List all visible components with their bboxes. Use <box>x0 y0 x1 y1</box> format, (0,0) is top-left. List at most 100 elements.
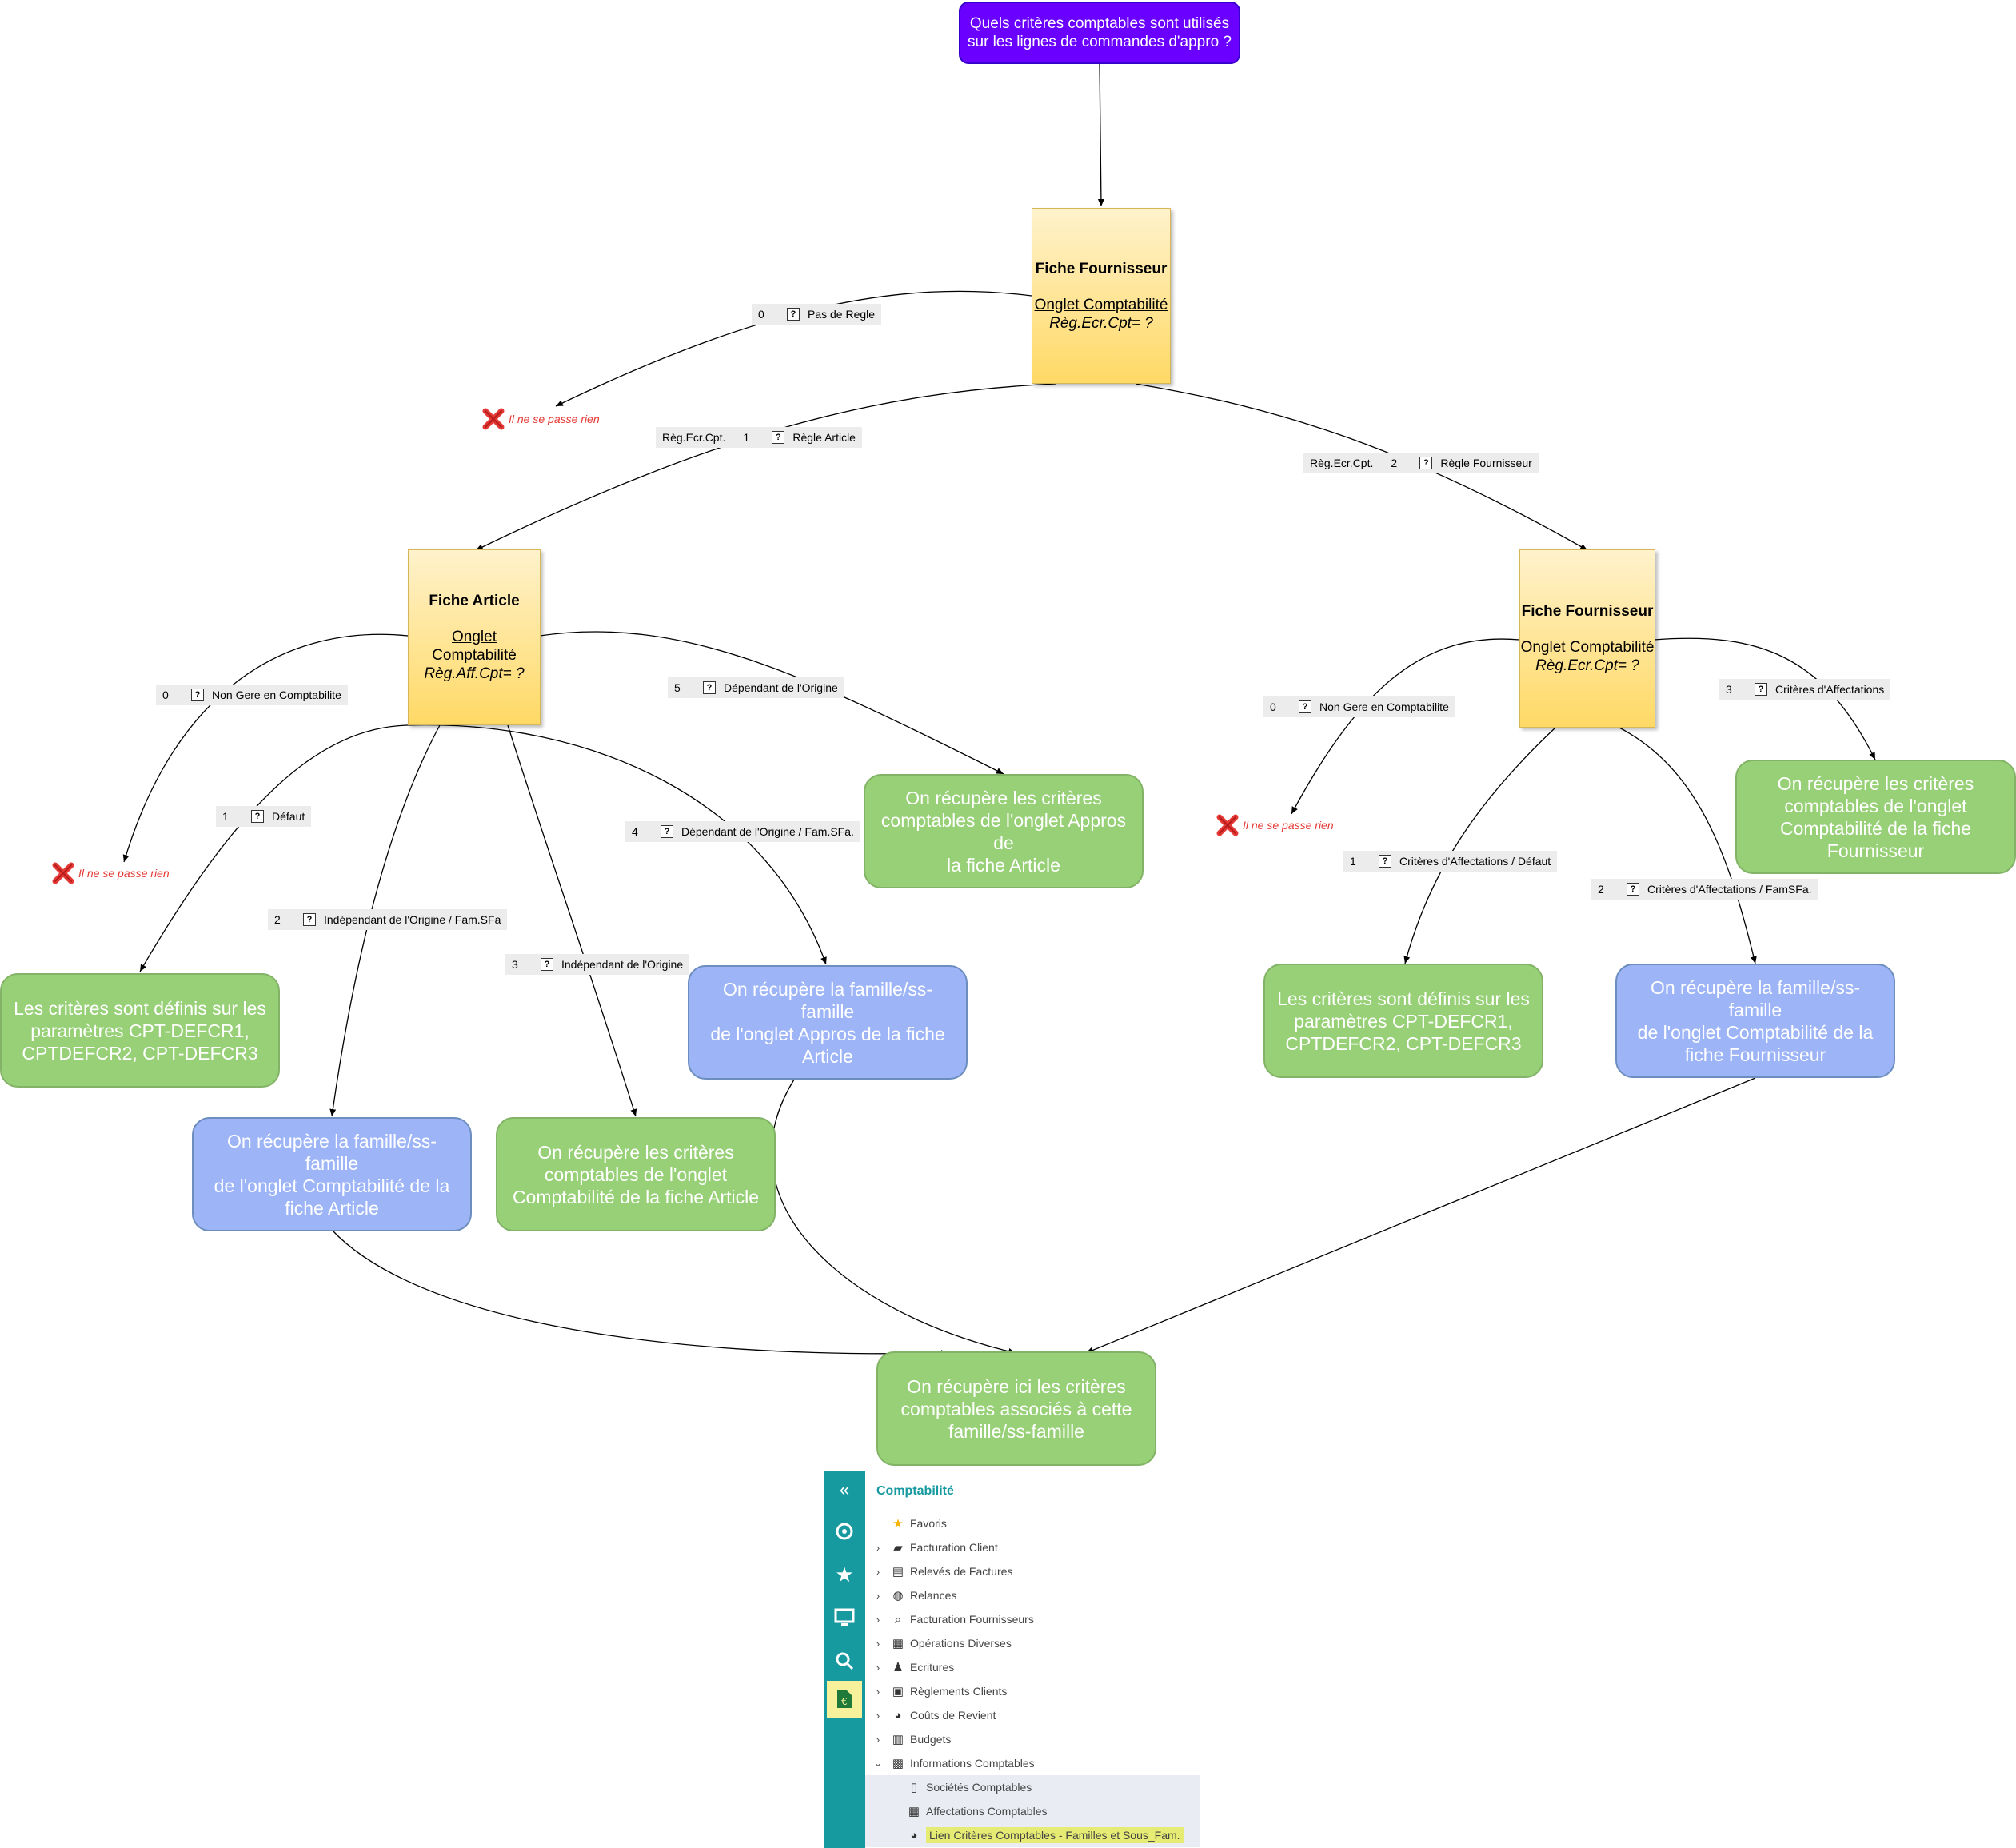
collapse-icon[interactable]: « <box>839 1479 850 1499</box>
edge-label-f2-1: 1?Critères d'Affectations / Défaut <box>1343 851 1558 872</box>
menu-item-label: Opérations Diverses <box>910 1637 1012 1650</box>
menu-item-facturation-client[interactable]: › ▰ Facturation Client <box>865 1535 1200 1559</box>
edge-label-text: Critères d'Affectations <box>1775 683 1885 696</box>
edge-f1-1 <box>475 383 1056 551</box>
help-icon: ? <box>303 913 316 926</box>
company-doc-icon: ▯ <box>910 1781 918 1794</box>
edge-f2-0 <box>1291 638 1520 815</box>
help-icon: ? <box>1419 457 1433 469</box>
menu-item-operations-diverses[interactable]: › ▦ Opérations Diverses <box>865 1631 1200 1655</box>
nothing-happens-top: Il ne se passe rien <box>481 407 600 431</box>
chevron-right-icon[interactable]: › <box>876 1661 880 1674</box>
result-line: la fiche Article <box>947 854 1060 876</box>
edge-label-f2-0: 0?Non Gere en Comptabilite <box>1263 696 1455 717</box>
menu-item-label: Facturation Fournisseurs <box>910 1613 1034 1626</box>
result-fam-compta-article[interactable]: On récupère la famille/ss-famille de l'o… <box>192 1117 472 1231</box>
chevron-right-icon[interactable]: › <box>876 1565 880 1578</box>
edge-label-value: 5 <box>674 681 681 694</box>
menu-item-budgets[interactable]: › ▥ Budgets <box>865 1727 1200 1751</box>
chevron-right-icon[interactable]: › <box>876 1541 880 1554</box>
chevron-right-icon[interactable]: › <box>876 1637 880 1650</box>
edge-label-text: Non Gere en Comptabilite <box>212 689 341 701</box>
menu-item-favoris[interactable]: ★ Favoris <box>865 1511 1200 1535</box>
chevron-right-icon[interactable]: › <box>876 1709 880 1722</box>
menu-item-relances[interactable]: › ◍ Relances <box>865 1583 1200 1607</box>
result-compta-fournisseur[interactable]: On récupère les critères comptables de l… <box>1735 760 2016 874</box>
result-appros-article[interactable]: On récupère les critères comptables de l… <box>864 774 1144 888</box>
article-subtitle-1: Onglet <box>452 629 497 645</box>
menu-item-reglements-clients[interactable]: › ▣ Règlements Clients <box>865 1679 1200 1703</box>
chevron-right-icon[interactable]: › <box>876 1685 880 1698</box>
edge-label-value: 1 <box>222 810 229 823</box>
nothing-happens-left: Il ne se passe rien <box>51 861 170 885</box>
question-node[interactable]: Quels critères comptables sont utilisés … <box>959 2 1240 64</box>
fournisseur-subtitle: Onglet Comptabilité <box>1034 296 1168 313</box>
star-icon[interactable]: ★ <box>835 1562 854 1587</box>
result-params-right[interactable]: Les critères sont définis sur les paramè… <box>1263 964 1543 1078</box>
menu-item-label: Sociétés Comptables <box>926 1781 1032 1794</box>
edge-label-f1-0: 0?Pas de Regle <box>752 304 882 325</box>
invoice-statement-icon: ▤ <box>892 1565 904 1579</box>
menu-item-facturation-fournisseurs[interactable]: › ⌕ Facturation Fournisseurs <box>865 1607 1200 1631</box>
edge-a-4 <box>407 724 827 965</box>
menu-item-label: Facturation Client <box>910 1541 998 1554</box>
result-line: paramètres CPT-DEFCR1, <box>30 1020 250 1041</box>
search-icon[interactable] <box>824 1642 865 1679</box>
chevron-right-icon[interactable]: › <box>876 1733 880 1746</box>
result-fam-fournisseur[interactable]: On récupère la famille/ss-famille de l'o… <box>1615 964 1895 1078</box>
article-card[interactable]: Fiche Article Onglet Comptabilité Règ.Af… <box>408 549 541 725</box>
menu-subitem-affectations-comptables[interactable]: ▦ Affectations Comptables <box>865 1799 1200 1823</box>
result-line: On récupère les critères <box>537 1141 734 1163</box>
edge-a-5 <box>539 631 1004 775</box>
accounting-doc-icon[interactable]: € <box>827 1681 862 1718</box>
result-fam-appros-article[interactable]: On récupère la famille/ss-famille de l'o… <box>688 965 968 1080</box>
red-cross-icon <box>1216 814 1239 836</box>
edge-label-text: Indépendant de l'Origine / Fam.SFa <box>324 913 501 926</box>
result-line: Les critères sont définis sur les <box>1277 988 1530 1009</box>
chevron-down-icon[interactable]: ⌄ <box>873 1757 883 1769</box>
edge-label-value: 3 <box>512 958 518 971</box>
dashboard-icon[interactable] <box>824 1513 865 1550</box>
menu-item-label: Lien Critères Comptables - Familles et S… <box>926 1827 1184 1843</box>
result-final[interactable]: On récupère ici les critères comptables … <box>876 1351 1156 1466</box>
help-icon: ? <box>1379 855 1391 868</box>
result-line: comptables de l'onglet Appros de <box>880 809 1127 853</box>
monitor-icon[interactable] <box>824 1599 865 1636</box>
question-line-1: Quels critères comptables sont utilisés <box>969 15 1230 32</box>
edge-f2-1 <box>1403 727 1556 964</box>
help-icon: ? <box>251 810 264 823</box>
chevron-right-icon[interactable]: › <box>876 1589 880 1602</box>
menu-item-label: Favoris <box>910 1517 947 1530</box>
article-rule: Règ.Aff.Cpt= ? <box>424 665 525 682</box>
result-line: Comptabilité de la fiche <box>1779 817 1972 839</box>
menu-item-label: Relevés de Factures <box>910 1565 1013 1578</box>
menu-subitem-societes-comptables[interactable]: ▯ Sociétés Comptables <box>865 1775 1200 1799</box>
menu-item-releves-factures[interactable]: › ▤ Relevés de Factures <box>865 1559 1200 1583</box>
menu-item-informations-comptables[interactable]: ⌄ ▩ Informations Comptables <box>865 1751 1200 1775</box>
result-line: de l'onglet Comptabilité de la <box>1637 1021 1874 1043</box>
stamp-icon: ♟ <box>892 1661 904 1674</box>
edge-label-a-2: 2?Indépendant de l'Origine / Fam.SFa <box>268 909 508 930</box>
result-line: On récupère ici les critères <box>907 1375 1126 1397</box>
menu-item-ecritures[interactable]: › ♟ Ecritures <box>865 1655 1200 1679</box>
edge-label-f1-2: Règ.Ecr.Cpt.2?Règle Fournisseur <box>1303 453 1539 473</box>
chevron-right-icon[interactable]: › <box>876 1613 880 1626</box>
nothing-text: Il ne se passe rien <box>1243 819 1334 832</box>
menu-rail: « ★ € <box>824 1471 865 1848</box>
help-icon: ? <box>1627 883 1639 896</box>
menu-subitem-lien-criteres[interactable]: ◕ Lien Critères Comptables - Familles et… <box>865 1823 1200 1847</box>
edge-label-f2-3: 3?Critères d'Affectations <box>1719 679 1891 700</box>
fournisseur2-subtitle: Onglet Comptabilité <box>1520 639 1655 656</box>
help-icon: ? <box>787 308 800 321</box>
result-line: famille/ss-famille <box>948 1420 1084 1442</box>
calculator-icon: ▦ <box>892 1637 904 1650</box>
menu-item-couts-revient[interactable]: › ◕ Coûts de Revient <box>865 1703 1200 1727</box>
result-line: On récupère la famille/ss-famille <box>226 1130 437 1174</box>
edge-label-text: Dépendant de l'Origine / Fam.SFa. <box>681 825 854 838</box>
result-params-left[interactable]: Les critères sont définis sur les paramè… <box>0 973 280 1088</box>
fournisseur-card-top[interactable]: Fiche Fournisseur Onglet Comptabilité Rè… <box>1032 208 1171 384</box>
fournisseur-card-right[interactable]: Fiche Fournisseur Onglet Comptabilité Rè… <box>1519 549 1655 728</box>
result-compta-article[interactable]: On récupère les critères comptables de l… <box>496 1117 776 1231</box>
payment-icon: ▣ <box>892 1685 904 1698</box>
red-cross-icon <box>52 862 74 884</box>
